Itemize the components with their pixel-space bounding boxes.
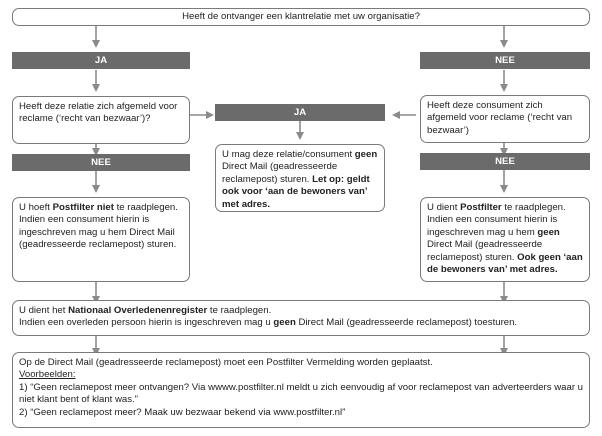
- center-line1: U mag deze relatie/consument: [222, 149, 353, 160]
- right-result-bold1: Postfilter: [460, 202, 502, 213]
- left-question-box: Heeft deze relatie zich afgemeld voor re…: [12, 96, 190, 144]
- right-result-mid: te raadplegen. Indien een consument hier…: [427, 202, 566, 238]
- bottom-line1: Op de Direct Mail (geadresseerde reclame…: [19, 357, 433, 368]
- nee-bar-right-lower: NEE: [420, 153, 590, 170]
- center-result-box: U mag deze relatie/consument geen Direct…: [215, 144, 385, 212]
- register-bold: Nationaal Overledenenregister: [68, 305, 208, 316]
- question-top-box: Heeft de ontvanger een klantrelatie met …: [12, 8, 590, 26]
- nee-bar-right-lower-label: NEE: [495, 156, 515, 167]
- left-result-pre: U hoeft: [19, 202, 53, 213]
- ja-bar-left: JA: [12, 52, 190, 69]
- ja-bar-center: JA: [215, 104, 385, 121]
- bottom-box: Op de Direct Mail (geadresseerde reclame…: [12, 352, 590, 428]
- register-pre: U dient het: [19, 305, 69, 316]
- left-result-bold: Postfilter niet: [52, 202, 114, 213]
- right-result-box: U dient Postfilter te raadplegen. Indien…: [420, 197, 590, 282]
- center-bold1: geen: [354, 149, 378, 160]
- example-2: 2) “Geen reclamepost meer? Maak uw bezwa…: [19, 406, 346, 418]
- nee-bar-left: NEE: [12, 154, 190, 171]
- register-box: U dient het Nationaal Overledenenregiste…: [12, 300, 590, 336]
- right-result-mid2: Direct Mail (geadresseerde reclamepost) …: [427, 239, 543, 263]
- register-post: te raadplegen.: [207, 305, 272, 316]
- right-result-bold2: geen: [537, 226, 560, 238]
- right-result-bold3: Ook geen ‘aan de bewoners van’ met adres…: [427, 251, 583, 276]
- nee-bar-left-label: NEE: [91, 157, 111, 168]
- ja-bar-center-label: JA: [293, 107, 307, 118]
- register-line2-pre: Indien een overleden persoon hierin is i…: [19, 317, 274, 329]
- right-question-text: Heeft deze consument zich afgemeld voor …: [427, 100, 573, 136]
- right-result-pre: U dient: [427, 202, 461, 213]
- register-line2: Indien een overleden persoon hierin is i…: [19, 317, 583, 329]
- center-line2: Direct Mail (geadresseerde reclamepost) …: [222, 161, 338, 185]
- left-result-box: U hoeft Postfilter niet te raadplegen. I…: [12, 197, 190, 282]
- left-question-text: Heeft deze relatie zich afgemeld voor re…: [19, 101, 178, 125]
- register-line2-post: Direct Mail (geadresseerde reclamepost) …: [295, 317, 518, 329]
- register-line2-bold: geen: [273, 317, 296, 329]
- ja-bar-left-label: JA: [94, 55, 108, 66]
- left-result-post: te raadplegen. Indien een consument hier…: [19, 202, 178, 251]
- example-1: 1) “Geen reclamepost meer ontvangen? Via…: [19, 381, 584, 406]
- right-question-box: Heeft deze consument zich afgemeld voor …: [420, 95, 590, 143]
- nee-bar-right-label: NEE: [495, 55, 515, 66]
- register-line1: U dient het Nationaal Overledenenregiste…: [19, 305, 583, 317]
- center-bold2: Let op: geldt ook voor ‘aan de bewoners …: [222, 173, 370, 210]
- nee-bar-right: NEE: [420, 52, 590, 69]
- examples-label: Voorbeelden:: [19, 369, 76, 381]
- question-top-text: Heeft de ontvanger een klantrelatie met …: [182, 11, 420, 22]
